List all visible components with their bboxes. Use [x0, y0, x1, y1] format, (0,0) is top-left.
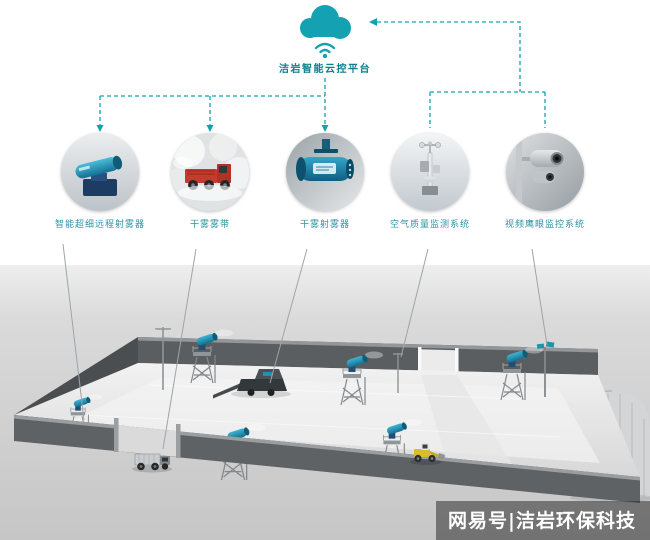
- device-label-fog-truck: 干雾雾带: [189, 220, 230, 230]
- dump-truck: [132, 453, 172, 473]
- dry-fog-sprayer-icon: [286, 133, 364, 211]
- device-label-eagle-eye: 视频鹰眼监控系统: [504, 220, 585, 230]
- device-label-dry-fog-sprayer: 干雾射雾器: [299, 220, 350, 230]
- air-quality-station-icon: [391, 133, 469, 211]
- device-circle-air-quality: [391, 133, 469, 211]
- platform-label: 洁岩智能云控平台: [279, 64, 371, 75]
- device-circle-fog-truck: [171, 133, 249, 211]
- device-circle-eagle-eye: [506, 133, 584, 211]
- device-circle-dry-fog-sprayer: [286, 133, 364, 211]
- cloud-platform-icon: [292, 4, 358, 59]
- fog-truck-icon: [171, 133, 249, 211]
- device-label-air-quality: 空气质量监测系统: [389, 220, 470, 230]
- device-circle-fog-cannon: [61, 133, 139, 211]
- facility-3d-scene: [0, 265, 650, 540]
- fog-cannon-icon: [61, 133, 139, 211]
- device-label-fog-cannon: 智能超细远程射雾器: [54, 220, 145, 230]
- eagle-eye-camera-icon: [506, 133, 584, 211]
- gate-opening-back: [420, 349, 456, 375]
- watermark-badge: 网易号|洁岩环保科技: [436, 501, 650, 540]
- wheel-loader: [410, 443, 445, 465]
- road: [421, 375, 520, 477]
- wifi-icon: [314, 42, 336, 54]
